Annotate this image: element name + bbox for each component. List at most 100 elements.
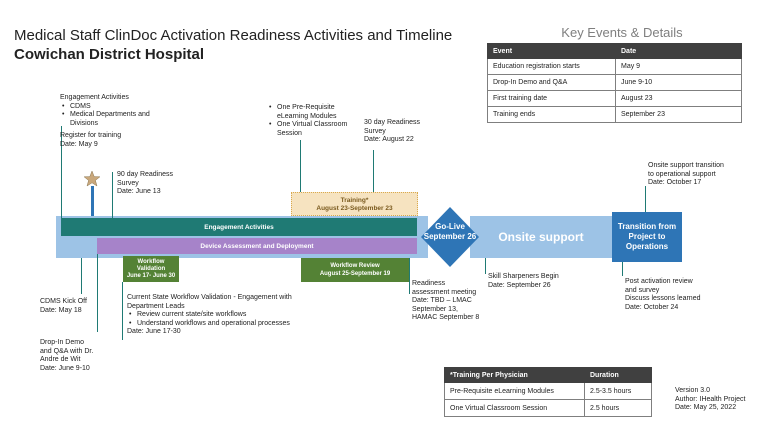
note-line: and survey: [625, 286, 660, 294]
training-per-physician-table: *Training Per Physician Duration Pre-Req…: [444, 367, 652, 417]
table-row: Training ends September 23: [487, 106, 742, 123]
note-line: Date: TBD – LMAC: [412, 297, 472, 305]
table-cell: September 23: [615, 106, 742, 123]
table-cell: 2.5 hours: [584, 399, 652, 417]
table-row: Drop-In Demo and Q&A June 9-10: [487, 74, 742, 91]
table-row: One Virtual Classroom Session 2.5 hours: [444, 399, 652, 417]
engagement-note: Engagement Activities CDMS Medical Depar…: [60, 94, 170, 150]
device-assessment-bar: Device Assessment and Deployment: [97, 238, 417, 254]
onsite-transition-note: Onsite support transition to operational…: [648, 162, 758, 188]
version-info: Version 3.0 Author: IHealth Project Date…: [675, 387, 765, 413]
survey-30-note: 30 day Readiness Survey Date: August 22: [364, 119, 434, 145]
workflow-validation-dates: June 17- June 30: [126, 272, 176, 279]
note-line: Date: August 22: [364, 136, 414, 144]
table-row: First training date August 23: [487, 90, 742, 107]
survey-90-note: 90 day Readiness Survey Date: June 13: [117, 171, 197, 197]
register-date: Date: May 9: [60, 140, 98, 148]
post-activation-note: Post activation review and survey Discus…: [625, 278, 725, 312]
note-line: 30 day Readiness: [364, 119, 421, 126]
note-line: Date: June 9-10: [40, 364, 90, 372]
connector-line: [300, 140, 301, 192]
go-live-date: September 26: [423, 232, 477, 241]
workflow-validation-l2: Validation: [136, 265, 166, 272]
connector-line: [112, 172, 113, 218]
note-line: Drop-In Demo: [40, 339, 84, 346]
connector-line: [485, 258, 486, 274]
connector-line: [622, 262, 623, 276]
list-item: One Virtual Classroom Session: [267, 121, 359, 138]
note-line: HAMAC September 8: [412, 314, 480, 322]
list-item: One Pre-Requisite eLearning Modules: [267, 104, 359, 121]
connector-line: [409, 258, 410, 294]
note-line: and Q&A with Dr.: [40, 347, 94, 355]
go-live-label: Go-Live September 26: [420, 222, 480, 242]
table-cell: First training date: [487, 90, 616, 107]
note-line: Department Leads: [127, 302, 185, 310]
note-line: Date: June 13: [117, 188, 161, 196]
note-line: Date: October 24: [625, 303, 679, 311]
note-line: Andre de Wit: [40, 356, 81, 364]
table-cell: August 23: [615, 90, 742, 107]
onsite-support-label: Onsite support: [498, 230, 584, 244]
key-events-header-event: Event: [487, 43, 616, 59]
workflow-validation-box: Workflow Validation June 17- June 30: [123, 256, 179, 282]
workflow-review-dates: August 25-September 19: [319, 271, 391, 277]
star-icon: [83, 170, 101, 187]
training-dates: August 23-September 23: [316, 205, 393, 212]
training-header-duration: Duration: [584, 367, 652, 383]
note-line: Skill Sharpeners Begin: [488, 273, 559, 280]
list-item: Medical Departments and Divisions: [60, 111, 170, 128]
list-item: CDMS: [60, 103, 170, 112]
note-line: Readiness: [412, 280, 446, 287]
note-line: CDMS Kick Off: [40, 298, 87, 305]
training-label: Training*: [340, 197, 369, 204]
kickoff-note: CDMS Kick Off Date: May 18: [40, 298, 110, 315]
engagement-note-heading: Engagement Activities: [60, 94, 129, 101]
workflow-review-title: Workflow Review: [330, 263, 380, 269]
table-cell: Education registration starts: [487, 58, 616, 75]
version-date: Date: May 25, 2022: [675, 404, 737, 412]
training-header-item: *Training Per Physician: [444, 367, 585, 383]
connector-line: [81, 258, 82, 294]
connector-line: [61, 126, 62, 218]
version-number: Version 3.0: [675, 387, 711, 394]
page-title: Medical Staff ClinDoc Activation Readine…: [14, 27, 453, 44]
table-cell: 2.5-3.5 hours: [584, 382, 652, 400]
note-line: assessment meeting: [412, 288, 477, 296]
note-line: September 13,: [412, 305, 458, 313]
go-live-diamond: [421, 207, 479, 267]
go-live-title: Go-Live: [435, 222, 465, 231]
note-line: Date: September 26: [488, 281, 551, 289]
note-line: Date: October 17: [648, 179, 702, 187]
page-subtitle: Cowichan District Hospital: [14, 46, 205, 63]
list-item: Review current state/site workflows: [127, 311, 317, 320]
note-line: Onsite support transition: [648, 162, 724, 169]
table-cell: Drop-In Demo and Q&A: [487, 74, 616, 91]
note-line: 90 day Readiness: [117, 171, 174, 178]
dropin-note: Drop-In Demo and Q&A with Dr. Andre de W…: [40, 339, 110, 373]
table-cell: June 9-10: [615, 74, 742, 91]
table-cell: May 9: [615, 58, 742, 75]
list-item: Understand workflows and operational pro…: [127, 320, 317, 329]
key-events-header-date: Date: [615, 43, 742, 59]
note-line: to operational support: [648, 170, 716, 178]
table-cell: Pre-Requisite eLearning Modules: [444, 382, 585, 400]
workflow-review-box: Workflow Review August 25-September 19: [301, 258, 409, 282]
note-line: Post activation review: [625, 278, 693, 285]
note-line: Date: May 18: [40, 306, 82, 314]
skill-sharpeners-note: Skill Sharpeners Begin Date: September 2…: [488, 273, 588, 290]
table-row: Pre-Requisite eLearning Modules 2.5-3.5 …: [444, 382, 652, 400]
register-note: Register for training: [60, 132, 122, 140]
table-cell: Training ends: [487, 106, 616, 123]
note-line: Survey: [117, 179, 139, 187]
engagement-activities-bar: Engagement Activities: [61, 218, 417, 236]
note-line: Date: June 17-30: [127, 328, 181, 336]
connector-line: [373, 150, 374, 192]
table-cell: One Virtual Classroom Session: [444, 399, 585, 417]
connector-line: [122, 282, 123, 340]
transition-box: Transition from Project to Operations: [612, 212, 682, 262]
note-line: Survey: [364, 127, 386, 135]
note-line: Discuss lessons learned: [625, 295, 701, 303]
training-period-box: Training* August 23-September 23: [291, 192, 418, 216]
current-state-workflow-note: Current State Workflow Validation - Enga…: [127, 294, 317, 337]
